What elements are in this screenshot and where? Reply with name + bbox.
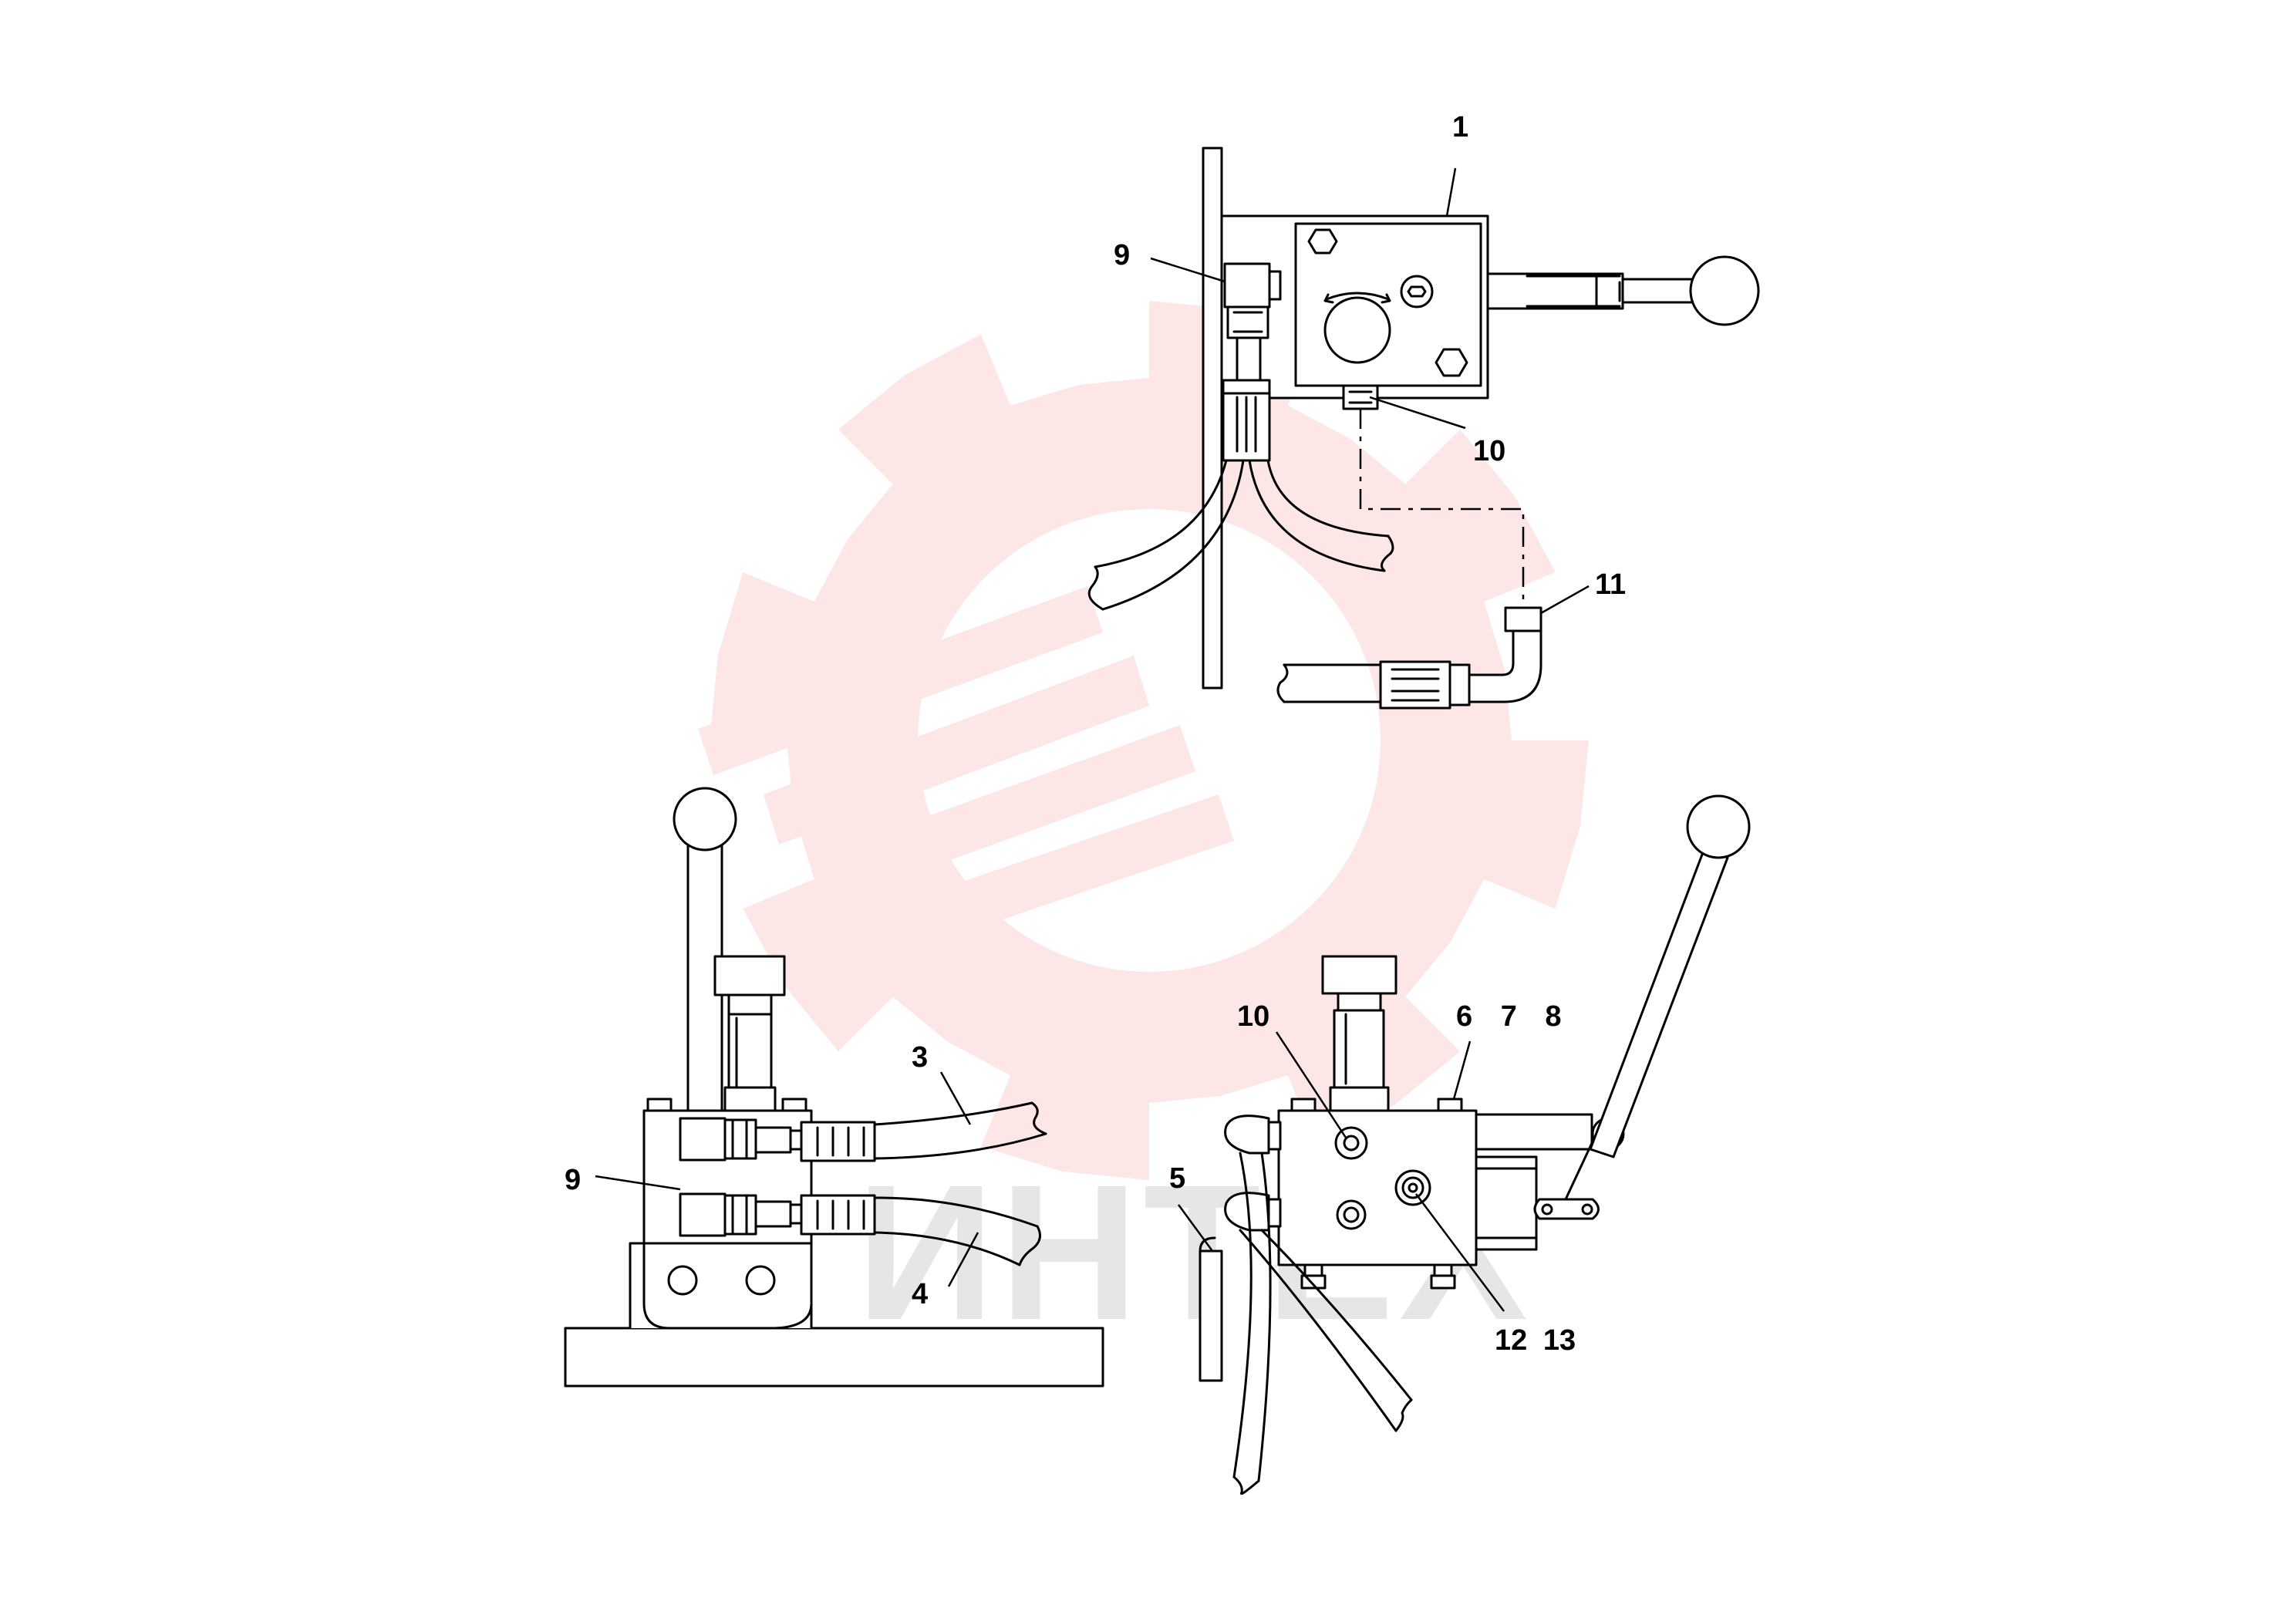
upper-hose-ferrule — [800, 1121, 876, 1162]
rotation-arrow-icon — [1325, 292, 1390, 301]
top-view: 1 9 10 11 — [1087, 111, 1760, 710]
port-10 — [1334, 1126, 1368, 1160]
lever-ball-knob — [673, 787, 737, 851]
adjuster-knob — [1321, 955, 1397, 995]
lower-fitting-body — [679, 1192, 727, 1237]
hose-3 — [873, 1101, 1047, 1160]
callout-items-6-7-8: 6 7 8 — [1456, 1000, 1562, 1033]
hose-right — [1248, 459, 1394, 572]
hex-bolt-bottom — [1435, 348, 1468, 377]
elbow-pipe — [1468, 629, 1542, 703]
elbow-nut — [1504, 606, 1542, 632]
hex-bolt-top — [1307, 228, 1338, 255]
mounting-plate — [1199, 1249, 1223, 1382]
adjuster-knob — [713, 955, 786, 996]
side-view: 5 6 7 8 10 12 13 — [1169, 794, 1751, 1496]
mounting-plate — [1202, 147, 1223, 690]
lever-ball-knob — [1686, 794, 1751, 859]
callout-item-4: 4 — [912, 1278, 928, 1310]
watermark-gear-logo — [698, 301, 1589, 1180]
valve-body — [1277, 1109, 1478, 1266]
callout-item-1: 1 — [1452, 111, 1468, 143]
adjuster-stem — [1333, 1009, 1385, 1089]
lever-clevis — [1486, 272, 1624, 310]
callout-item-5: 5 — [1169, 1162, 1185, 1195]
rotary-knob — [1323, 296, 1391, 364]
callout-items-12-13: 12 13 — [1495, 1324, 1576, 1357]
connection-path — [1359, 409, 1525, 609]
lower-hose-ferrule — [800, 1194, 876, 1236]
upper-fitting-body — [679, 1117, 727, 1162]
valve-body-inner — [1294, 222, 1482, 387]
mount-hole-right — [745, 1265, 776, 1296]
elbow-fitting — [1223, 262, 1271, 309]
mount-hole-left — [667, 1265, 698, 1296]
callout-item-3: 3 — [912, 1041, 928, 1074]
hose-horizontal — [1276, 663, 1382, 703]
elbow-fitting-upper — [1224, 1114, 1270, 1155]
socket-screw — [1400, 275, 1434, 309]
adjuster-stem — [727, 1013, 773, 1093]
port-lower — [1336, 1199, 1367, 1230]
callout-item-10: 10 — [1237, 1000, 1269, 1033]
callout-item-11: 11 — [1595, 568, 1626, 601]
callout-item-10: 10 — [1473, 435, 1505, 467]
port-12-13 — [1394, 1169, 1431, 1206]
hose-left — [1087, 459, 1245, 611]
hose-4 — [873, 1196, 1042, 1266]
front-view: 3 4 9 — [564, 787, 1104, 1388]
spool-housing — [1475, 1155, 1538, 1251]
elbow-fitting-lower — [1224, 1192, 1270, 1232]
lever-rod — [1589, 847, 1729, 1158]
base-plate — [564, 1327, 1104, 1388]
link-bar — [1533, 1198, 1600, 1220]
callout-item-9: 9 — [565, 1164, 581, 1196]
callout-item-9: 9 — [1114, 239, 1130, 271]
hose-5 — [1232, 1152, 1413, 1496]
lever-ball-knob — [1689, 255, 1760, 326]
